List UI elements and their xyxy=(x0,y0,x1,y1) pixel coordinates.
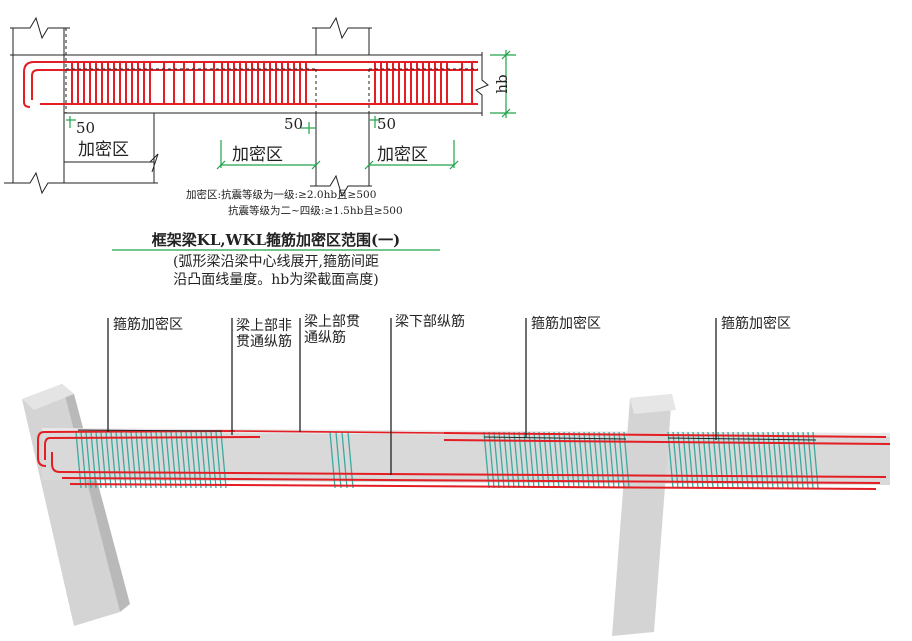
subtitle-line-2: 沿凸面线量度。hb为梁截面高度) xyxy=(173,271,378,288)
note-line-2: 抗震等级为二~四级:≥1.5hb且≥500 xyxy=(228,204,403,217)
top-continuous-bar-right xyxy=(443,432,887,438)
stirrup-3d xyxy=(787,431,794,489)
zone-arrow-3d xyxy=(483,436,627,440)
zone-extent-arrows-3d xyxy=(77,429,817,441)
top-bar-hook-2 xyxy=(31,69,39,100)
zone-tick xyxy=(364,160,374,170)
stirrup-3d xyxy=(767,431,774,489)
stirrup-3d xyxy=(807,431,814,489)
left-column-3d-front xyxy=(22,384,120,626)
beam-3d-body xyxy=(42,432,890,485)
note-line-1: 加密区:抗震等级为一级:≥2.0hb且≥500 xyxy=(186,188,376,201)
stirrup-3d xyxy=(797,431,804,489)
callout-c5: 箍筋加密区 xyxy=(531,315,601,332)
dim-50-right-label: 50 xyxy=(377,115,396,133)
left-column-3d-top xyxy=(22,384,74,410)
column-break-symbol xyxy=(4,171,158,195)
stirrup-3d xyxy=(792,431,799,489)
hidden-lines xyxy=(63,28,478,113)
stirrup-3d xyxy=(802,431,809,489)
beam-3d-model xyxy=(22,384,891,636)
dim-50-mid-label: 50 xyxy=(284,115,303,133)
stirrup-3d xyxy=(732,431,739,489)
beam-break-symbol xyxy=(475,52,489,116)
hb-label: hb xyxy=(493,74,511,93)
subtitle-line-1: (弧形梁沿梁中心线展开,箍筋间距 xyxy=(173,253,379,270)
drawing-title: 框架梁KL,WKL箍筋加密区范围(一) xyxy=(152,231,400,249)
stirrup-3d xyxy=(742,431,749,489)
zone-mid-label: 加密区 xyxy=(232,145,283,165)
stirrup-3d xyxy=(812,431,819,489)
zone-tick xyxy=(216,160,226,170)
stirrup-3d xyxy=(752,431,759,489)
dim-50-left-label: 50 xyxy=(76,119,95,137)
right-column-3d-top xyxy=(630,394,676,414)
top-bar-hook xyxy=(23,61,35,108)
bottom-longitudinal-bar-3d xyxy=(59,471,887,478)
bottom-longitudinal-bar-3d-3 xyxy=(69,483,877,490)
leader-tick xyxy=(149,153,159,173)
callout-c2-line2: 贯通纵筋 xyxy=(236,333,292,350)
stirrup-3d xyxy=(722,431,729,489)
elevation-labels: 50 50 50 hb 加密区 加密区 加密区 加密区:抗震等级为一级:≥2.0… xyxy=(76,74,511,288)
stirrup-3d xyxy=(347,431,354,489)
column-break-symbol xyxy=(310,174,372,198)
callout-leaders xyxy=(107,318,717,475)
zone-arrow-3d xyxy=(77,429,223,432)
stirrup-3d xyxy=(777,431,784,489)
stirrup-3d xyxy=(782,431,789,489)
stirrup-3d xyxy=(707,431,714,489)
callout-c2-line1: 梁上部非 xyxy=(236,318,292,334)
zone-left-label: 加密区 xyxy=(78,140,129,160)
column-break-symbol xyxy=(312,16,372,40)
stirrup-3d xyxy=(341,431,348,489)
bottom-longitudinal-bar-3d-2 xyxy=(61,477,881,484)
callout-labels: 箍筋加密区 梁上部非 贯通纵筋 梁上部贯 通纵筋 梁下部纵筋 箍筋加密区 箍筋加… xyxy=(113,313,791,350)
zone-tick xyxy=(311,160,321,170)
callout-c3-line2: 通纵筋 xyxy=(304,329,346,346)
zone-right-label: 加密区 xyxy=(377,145,428,165)
column-break-symbol xyxy=(10,16,70,40)
top-non-continuous-bar-2 xyxy=(49,436,261,439)
stirrup-3d xyxy=(717,431,724,489)
top-continuous-bar xyxy=(234,430,445,434)
zone-arrow-3d xyxy=(667,437,817,441)
dimension-lines xyxy=(66,50,516,170)
hb-tick xyxy=(501,50,511,60)
zone-tick xyxy=(449,160,459,170)
top-bar-2-right xyxy=(443,439,891,445)
stirrup-3d xyxy=(335,431,342,489)
callout-c3-line1: 梁上部贯 xyxy=(304,314,360,330)
bar-hook-3d-2 xyxy=(44,437,51,460)
stirrup-3d xyxy=(772,431,779,489)
bar-hook-3d xyxy=(37,431,47,467)
stirrup-3d xyxy=(727,431,734,489)
elevation-stirrups xyxy=(71,61,473,105)
stirrup-3d xyxy=(712,431,719,489)
stirrup-3d xyxy=(762,431,769,489)
bottom-bar-hook xyxy=(51,452,61,473)
stirrup-3d xyxy=(747,431,754,489)
stirrup-3d xyxy=(737,431,744,489)
callout-c6: 箍筋加密区 xyxy=(721,315,791,332)
right-column-3d-front xyxy=(612,394,672,636)
callout-c4: 梁下部纵筋 xyxy=(395,313,465,330)
beam-elevation xyxy=(4,16,489,198)
hb-tick xyxy=(501,108,511,118)
rebar-3d xyxy=(37,430,891,490)
stirrup-3d xyxy=(757,431,764,489)
callout-c1: 箍筋加密区 xyxy=(113,316,183,333)
